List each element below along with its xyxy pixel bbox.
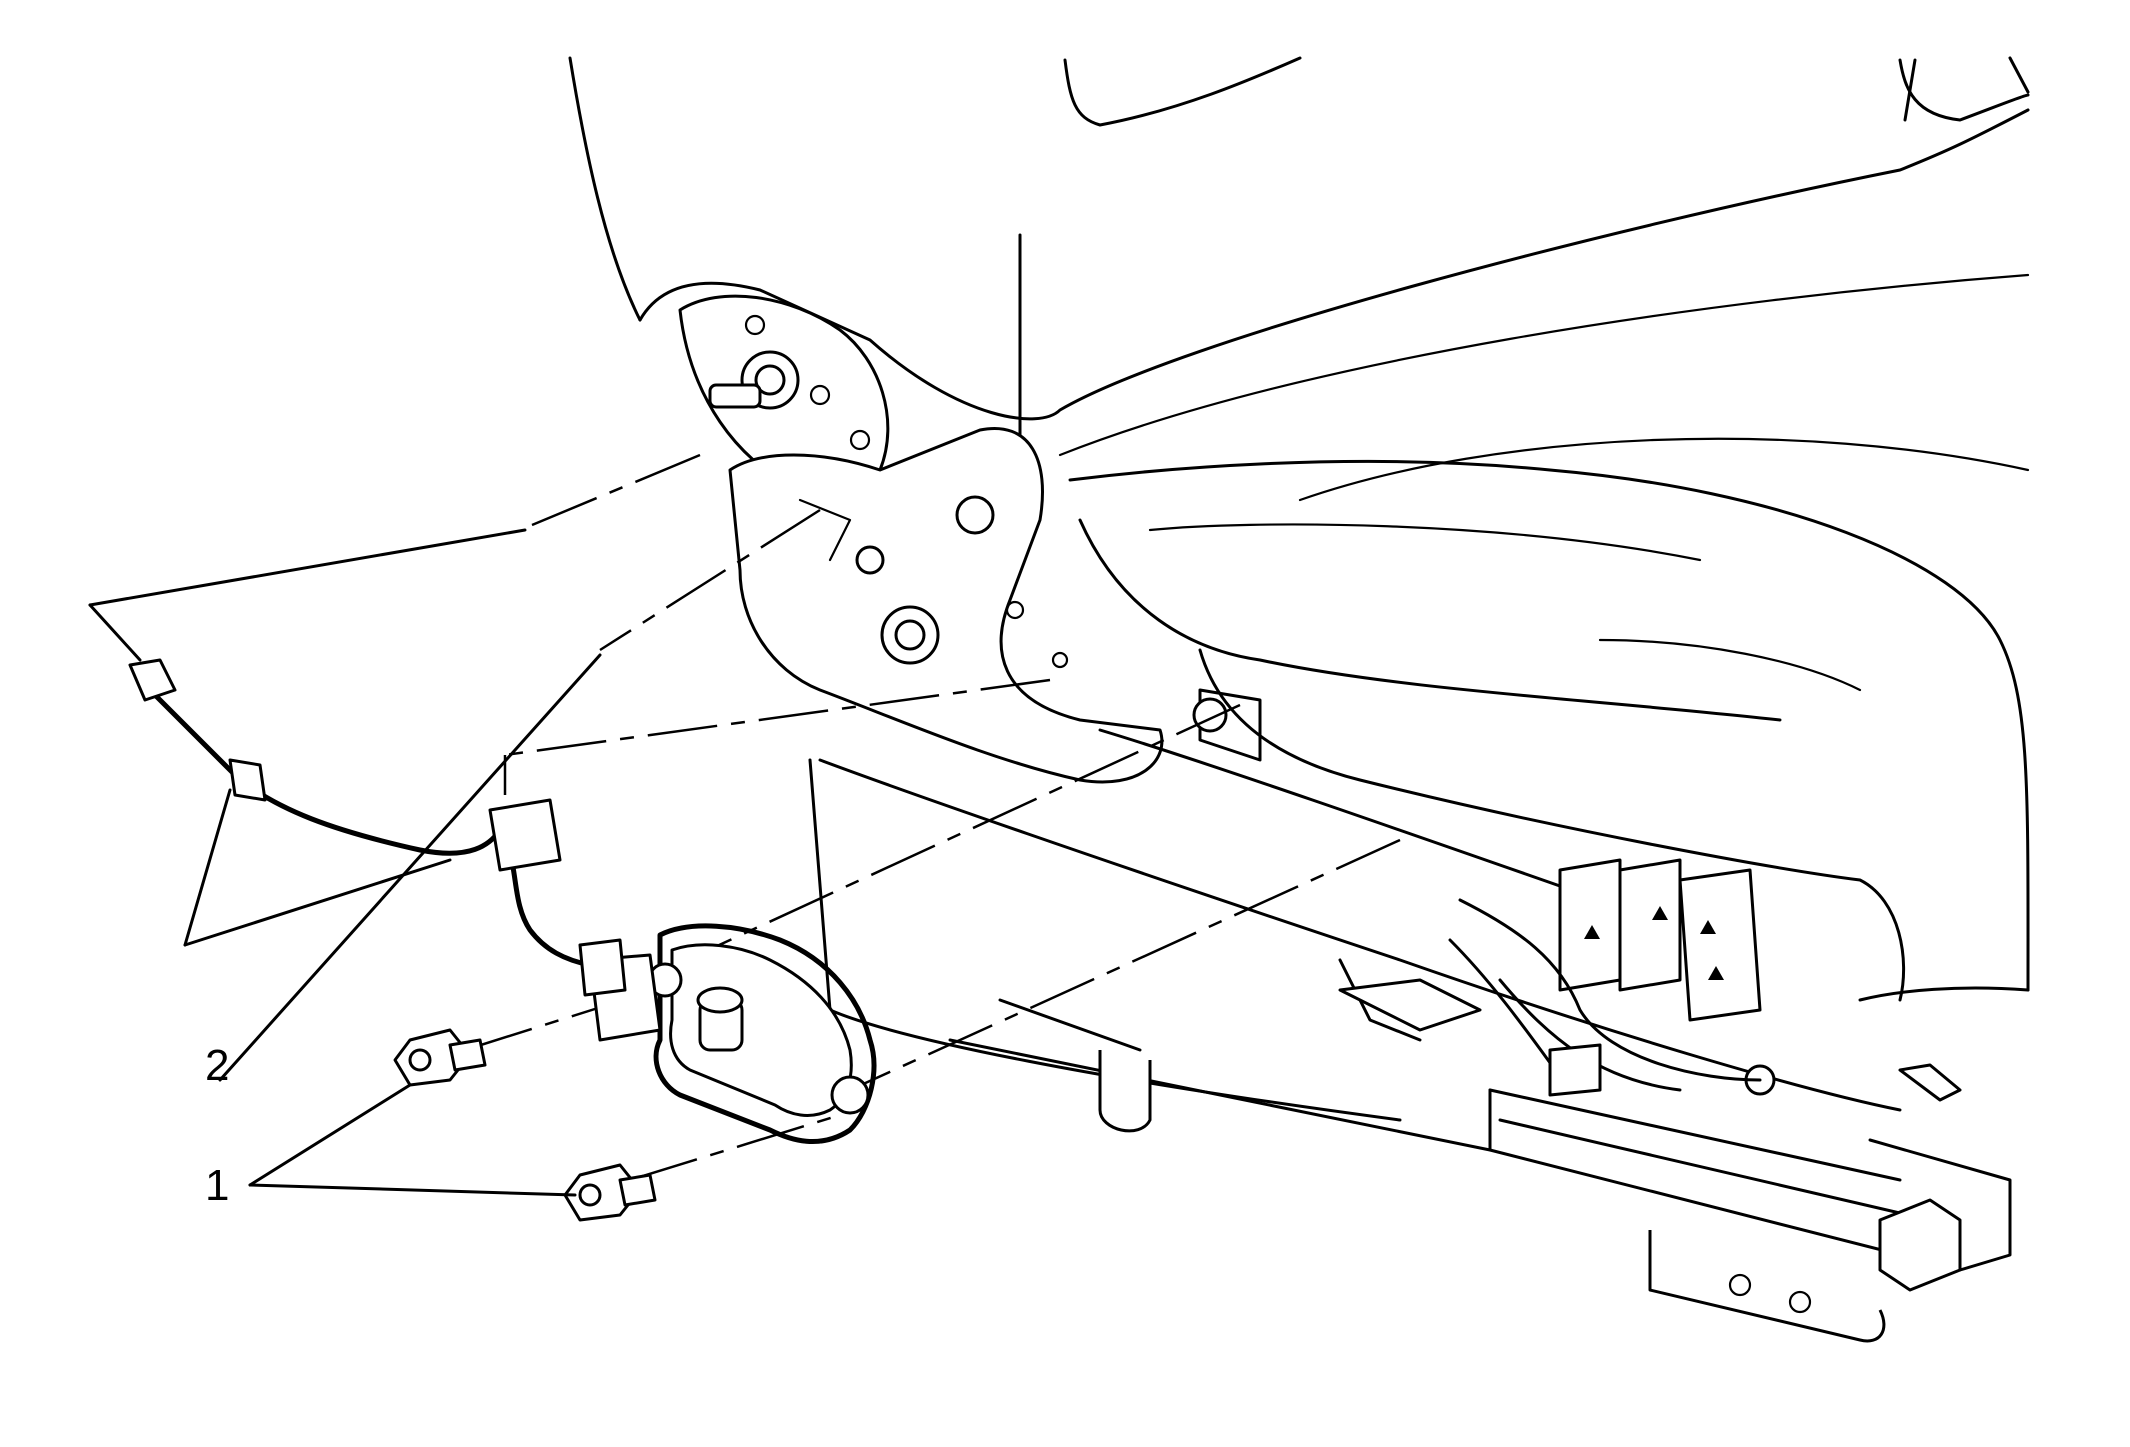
wiring-harness — [128, 658, 627, 997]
callout-leaders — [88, 528, 602, 1197]
seat-track — [808, 688, 2012, 1343]
seat-switch-module — [1448, 858, 1762, 1097]
seat-position-sensor — [588, 923, 877, 1145]
screw-icon — [393, 1028, 487, 1087]
screw-icon — [563, 1163, 657, 1222]
callout-2-label: 2 — [205, 1041, 229, 1090]
seat-cushion-outline — [1068, 459, 2030, 1002]
callout-1-label: 1 — [205, 1161, 229, 1210]
recliner-mechanism — [678, 294, 1164, 784]
seat-back-outline — [568, 56, 2030, 502]
